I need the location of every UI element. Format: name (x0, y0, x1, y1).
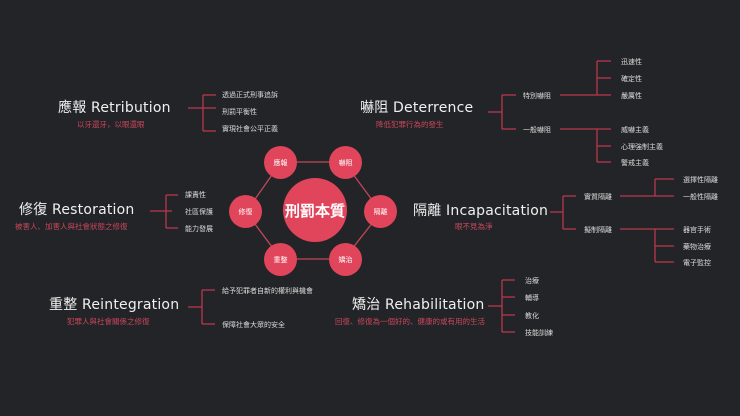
rehabilitation-title: 矯治 Rehabilitation (352, 297, 485, 313)
incapacitation-branch: 擬制隔離 (584, 226, 612, 234)
ring-node-label: 修復 (238, 207, 253, 216)
incapacitation-item: 選擇性隔離 (683, 176, 718, 184)
ring-node-deterrence: 嚇阻 (329, 146, 362, 179)
reintegration-item: 給予犯罪者自新的權利與機會 (222, 287, 313, 295)
deterrence-branch: 一般嚇阻 (523, 126, 551, 134)
deterrence-item: 心理強制主義 (621, 143, 663, 151)
ring-node-restoration: 修復 (229, 195, 262, 228)
ring-node-label: 嚇阻 (338, 158, 353, 167)
retribution-item: 實現社會公平正義 (222, 125, 278, 133)
reintegration-item: 保障社會大眾的安全 (222, 321, 285, 329)
retribution-title: 應報 Retribution (58, 100, 171, 116)
ring-node-label: 隔離 (373, 207, 388, 216)
deterrence-item: 警戒主義 (621, 159, 649, 167)
restoration-item: 課責性 (185, 191, 206, 199)
incapacitation-item: 器官手術 (683, 226, 711, 234)
retribution-item: 刑罰平衡性 (222, 108, 257, 116)
deterrence-item: 確定性 (621, 75, 642, 83)
ring-node-label: 重整 (273, 255, 288, 264)
incapacitation-item: 一般性隔離 (683, 193, 718, 201)
restoration-item: 能力發展 (185, 225, 213, 233)
ring-node-label: 矯治 (338, 255, 353, 264)
deterrence-item: 迅速性 (621, 58, 642, 66)
deterrence-item: 嚴厲性 (621, 92, 642, 100)
deterrence-branch: 特別嚇阻 (523, 92, 551, 100)
deterrence-item: 威嚇主義 (621, 126, 649, 134)
restoration-item: 社區保護 (185, 208, 213, 216)
ring-node-retribution: 應報 (264, 146, 297, 179)
ring-node-rehabilitation: 矯治 (329, 243, 362, 276)
rehabilitation-subtitle: 回復、修復為一個好的、健康的或有用的生活 (335, 317, 485, 326)
restoration-title: 修復 Restoration (19, 202, 135, 218)
deterrence-title: 嚇阻 Deterrence (360, 100, 474, 116)
ring-node-label: 應報 (273, 158, 288, 167)
center-node: 刑罰本質 (283, 178, 347, 242)
deterrence-subtitle: 降低犯罪行為的發生 (376, 120, 444, 129)
retribution-subtitle: 以牙還牙，以眼還眼 (77, 120, 145, 129)
incapacitation-item: 藥物治療 (683, 243, 711, 251)
center-label: 刑罰本質 (284, 201, 345, 220)
retribution-item: 透過正式刑事追訴 (222, 91, 278, 99)
rehabilitation-item: 教化 (525, 312, 539, 320)
reintegration-title: 重整 Reintegration (49, 297, 180, 313)
rehabilitation-item: 技能訓練 (525, 329, 553, 337)
ring-node-reintegration: 重整 (264, 243, 297, 276)
restoration-subtitle: 被害人、加害人與社會狀態之修復 (15, 222, 128, 231)
incapacitation-subtitle: 眼不見為淨 (455, 222, 493, 231)
ring-node-incapacitation: 隔離 (364, 195, 397, 228)
incapacitation-title: 隔離 Incapacitation (413, 203, 549, 219)
rehabilitation-item: 輔導 (525, 294, 539, 302)
rehabilitation-item: 治療 (525, 277, 539, 285)
reintegration-subtitle: 犯罪人與社會關係之修復 (67, 317, 150, 326)
incapacitation-item: 電子監控 (683, 259, 711, 267)
incapacitation-branch: 實質隔離 (584, 193, 612, 201)
